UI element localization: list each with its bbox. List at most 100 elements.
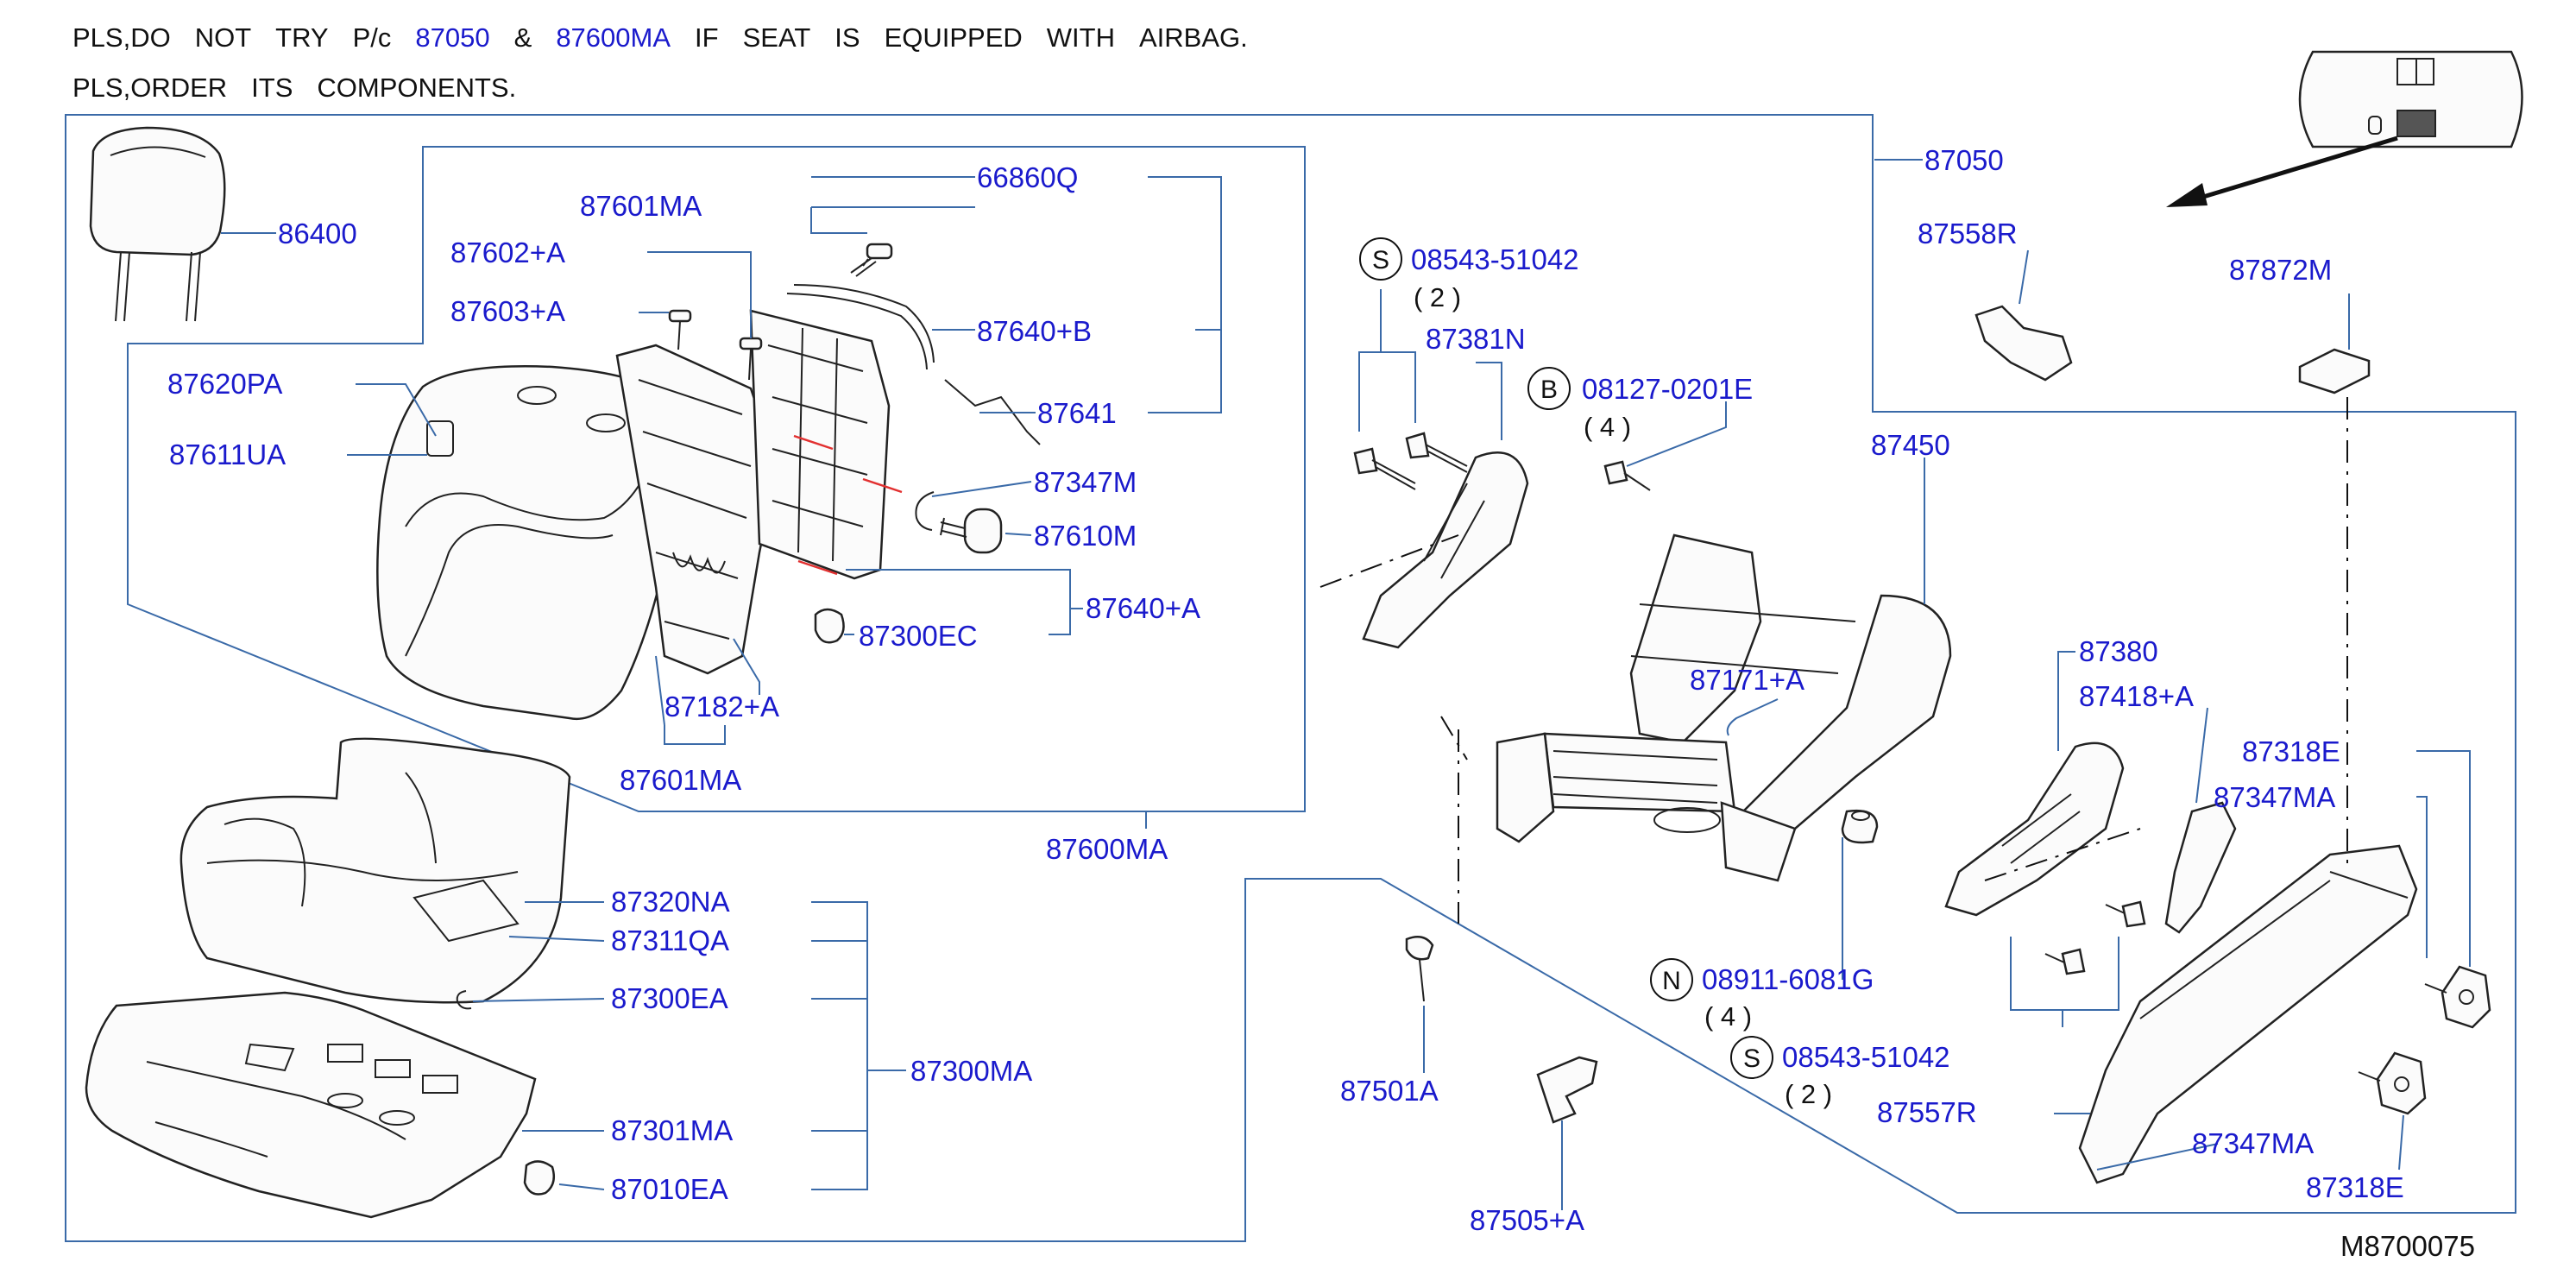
callout-b: B [1527, 367, 1571, 410]
label-87601MA-bottom[interactable]: 87601MA [620, 764, 741, 796]
label-87171A[interactable]: 87171+A [1690, 664, 1804, 696]
label-87300MA[interactable]: 87300MA [910, 1055, 1032, 1087]
label-87300EC[interactable]: 87300EC [859, 620, 978, 652]
bracket-87505A-shape [1536, 1056, 1598, 1124]
bolt-08543-bottom-shapes [2044, 900, 2146, 975]
notice-line-2-word: PLS,ORDER [72, 73, 228, 103]
label-87050[interactable]: 87050 [1924, 144, 2004, 176]
notice-line-1-word: EQUIPPED [884, 22, 1023, 53]
qty-s-bottom: ( 2 ) [1785, 1079, 1832, 1109]
notice-line-1-word: SEAT [742, 22, 811, 53]
clip-87300EC-shape [814, 608, 845, 644]
seat-cushion-frame-shape [85, 991, 537, 1219]
trim-cover-87557R-shape [2164, 801, 2237, 934]
drawing-reference-number: M8700075 [2340, 1230, 2475, 1262]
notice-line-1-word: 87600MA [556, 22, 671, 53]
label-87610M[interactable]: 87610M [1034, 520, 1137, 552]
seat-back-frame-shape [615, 344, 778, 675]
label-87347MA-top[interactable]: 87347MA [2214, 781, 2335, 813]
label-87557R[interactable]: 87557R [1877, 1096, 1977, 1128]
callout-s-bottom-letter: S [1743, 1044, 1760, 1073]
headrest-shape [89, 126, 226, 322]
recliner-87381N-shape [1362, 451, 1529, 649]
label-87300EA[interactable]: 87300EA [611, 982, 728, 1014]
label-87641[interactable]: 87641 [1037, 397, 1117, 429]
label-86400[interactable]: 86400 [278, 218, 357, 249]
label-87381N[interactable]: 87381N [1426, 323, 1526, 355]
knob-87610M-shape [940, 508, 1003, 554]
notice-line-2-word: COMPONENTS. [317, 73, 517, 103]
leader-lines [221, 159, 2471, 1210]
label-08543-top[interactable]: 08543-51042 [1411, 243, 1579, 275]
callout-n: N [1650, 958, 1693, 1001]
label-87182A[interactable]: 87182+A [664, 691, 779, 723]
callout-s-top-letter: S [1372, 246, 1389, 274]
notice-line-1-word: AIRBAG. [1138, 22, 1248, 53]
side-cover-87347MA-shape [2078, 844, 2418, 1184]
label-08911[interactable]: 08911-6081G [1702, 963, 1874, 995]
label-87603A[interactable]: 87603+A [450, 295, 565, 327]
seat-cushion-pad-shape [180, 737, 571, 1004]
part-labels: 86400 87601MA 66860Q 87602+A 87603+A 876… [167, 144, 2404, 1236]
bolt-87603A-shape [668, 309, 692, 350]
backrest-assembly-frame-87600MA [127, 146, 1306, 812]
label-08127[interactable]: 08127-0201E [1582, 373, 1753, 405]
label-87558R[interactable]: 87558R [1918, 218, 2018, 249]
label-87318E-bottom[interactable]: 87318E [2306, 1171, 2404, 1203]
label-87640B[interactable]: 87640+B [977, 315, 1092, 347]
qty-s-top: ( 2 ) [1414, 282, 1461, 312]
notice-line-2: PLS,ORDER ITS COMPONENTS. [72, 73, 540, 104]
notice-line-1-word: 87050 [415, 22, 490, 53]
qty-b: ( 4 ) [1584, 412, 1631, 442]
pad-87872M-shape [2298, 348, 2371, 394]
label-87602A[interactable]: 87602+A [450, 237, 565, 268]
clip-87010EA-shape [523, 1160, 555, 1196]
bolt-08543-top-shapes [1353, 432, 1468, 490]
knob-87318E-top-shape [2424, 965, 2491, 1029]
label-87620PA[interactable]: 87620PA [167, 368, 282, 400]
vehicle-locator-icon [2166, 50, 2523, 207]
label-08543-bottom[interactable]: 08543-51042 [1782, 1041, 1950, 1073]
label-87501A[interactable]: 87501A [1340, 1075, 1439, 1107]
label-87347M[interactable]: 87347M [1034, 466, 1137, 498]
label-87640A[interactable]: 87640+A [1086, 592, 1200, 624]
nut-08911-shape [1841, 809, 1879, 844]
clip-87347M-shape [915, 491, 935, 531]
bolt-87501A-shape [1405, 935, 1434, 1002]
center-lines [1319, 397, 2348, 924]
label-87347MA-bottom[interactable]: 87347MA [2192, 1127, 2314, 1159]
label-87320NA[interactable]: 87320NA [611, 886, 730, 918]
trim-strip-87640B-shape [786, 284, 935, 370]
label-87872M[interactable]: 87872M [2229, 254, 2332, 286]
screw-66860Q-shape [850, 243, 893, 277]
bolt-08127-shape [1603, 460, 1651, 491]
label-87611UA[interactable]: 87611UA [169, 439, 286, 470]
label-87010EA[interactable]: 87010EA [611, 1173, 728, 1205]
notice-line-1-word: IS [835, 22, 860, 53]
wire-87641-shape [944, 379, 1041, 445]
notice-line-1-word: P/c [352, 22, 392, 53]
label-87311QA[interactable]: 87311QA [611, 924, 729, 956]
callout-s-bottom: S [1730, 1036, 1773, 1079]
label-87380[interactable]: 87380 [2079, 635, 2158, 667]
clip-87300EA-shape [456, 990, 472, 1010]
label-87450[interactable]: 87450 [1871, 429, 1950, 461]
clip-indicator-lines [793, 434, 903, 576]
seat-slide-rail-87450-shape [1496, 533, 1952, 882]
notice-line-2-word: ITS [251, 73, 293, 103]
label-87601MA-top[interactable]: 87601MA [580, 190, 702, 222]
notice-line-1-word: WITH [1046, 22, 1115, 53]
label-66860Q[interactable]: 66860Q [977, 161, 1078, 193]
recliner-outer-87380-shape [1944, 741, 2125, 917]
outer-assembly-frame-87050 [65, 114, 2516, 1242]
label-87418A[interactable]: 87418+A [2079, 680, 2194, 712]
label-87301MA[interactable]: 87301MA [611, 1114, 733, 1146]
cover-87558R-shape [1975, 305, 2073, 382]
label-87505A[interactable]: 87505+A [1470, 1204, 1584, 1236]
callout-b-letter: B [1540, 375, 1558, 404]
label-87318E-top[interactable]: 87318E [2242, 735, 2340, 767]
label-87600MA[interactable]: 87600MA [1046, 833, 1168, 865]
qty-n: ( 4 ) [1704, 1001, 1752, 1032]
notice-line-1-word: TRY [275, 22, 329, 53]
